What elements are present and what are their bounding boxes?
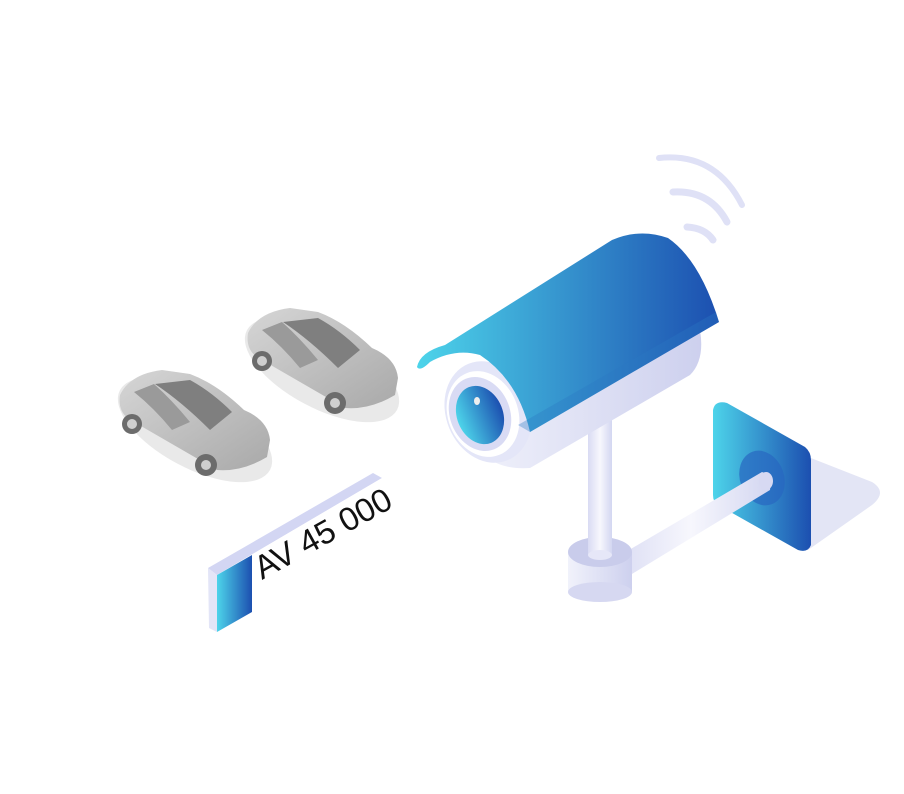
security-camera-icon: [417, 233, 719, 469]
plate-country-code: DK: [222, 700, 249, 735]
camera-lens: [455, 385, 505, 445]
country-badge: [217, 555, 252, 632]
camera-hood: [417, 233, 719, 432]
camera-pole: [568, 415, 632, 602]
camera-arm: [612, 472, 771, 580]
wifi-signal-icon: [656, 154, 745, 244]
car-icon: [117, 370, 273, 483]
car-icon: [244, 308, 400, 423]
license-plate: DK AV 45 000: [208, 473, 398, 735]
